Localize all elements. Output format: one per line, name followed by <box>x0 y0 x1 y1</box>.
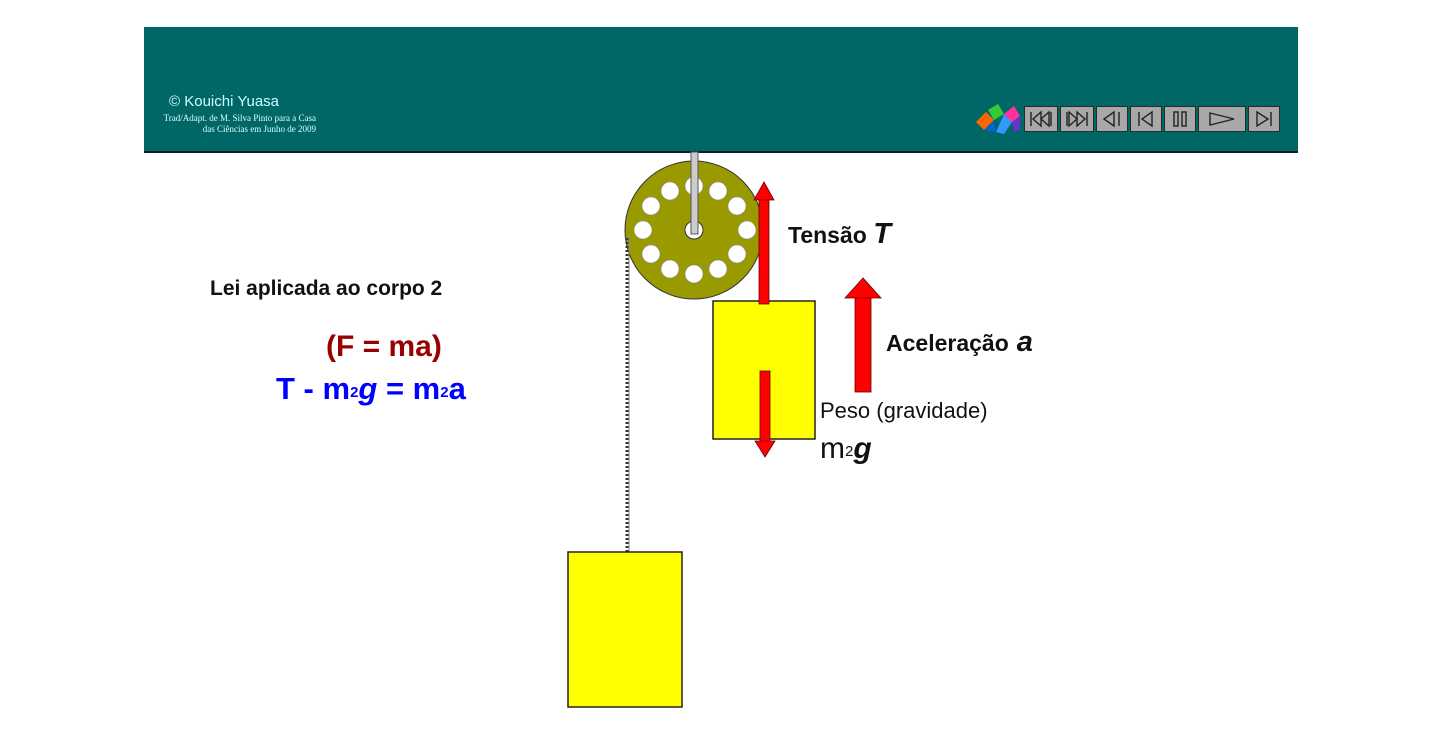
credit-author: © Kouichi Yuasa <box>169 93 280 110</box>
tension-label: Tensão T <box>788 218 891 250</box>
end-icon <box>1256 110 1272 128</box>
skip-to-end-icon <box>1066 110 1088 128</box>
go-last-button[interactable] <box>1060 106 1094 132</box>
play-icon <box>1209 112 1235 126</box>
law-title: Lei aplicada ao corpo 2 <box>210 277 443 300</box>
pulley-wheel <box>624 151 764 300</box>
block-body-1 <box>567 551 683 708</box>
rewind-button[interactable] <box>1130 106 1162 132</box>
playback-controls <box>974 104 1280 134</box>
pause-icon <box>1173 111 1187 127</box>
pause-button[interactable] <box>1164 106 1196 132</box>
end-button[interactable] <box>1248 106 1280 132</box>
colored-cube-logo-icon <box>976 104 1020 134</box>
weight-symbol: m2g <box>820 432 872 465</box>
play-button[interactable] <box>1198 106 1246 132</box>
body-2-equation: T - m2g = m2a <box>276 371 466 406</box>
animation-header: © Kouichi Yuasa Trad/Adapt. de M. Silva … <box>144 27 1298 153</box>
weight-label: Peso (gravidade) <box>820 398 988 423</box>
newton-law-equation: (F = ma) <box>326 330 442 363</box>
weight-arrow <box>754 370 776 458</box>
step-back-button[interactable] <box>1096 106 1128 132</box>
acceleration-arrow <box>844 277 882 393</box>
step-back-icon <box>1102 110 1120 128</box>
credit-translation: Trad/Adapt. de M. Silva Pinto para a Cas… <box>163 113 316 134</box>
skip-to-start-icon <box>1030 110 1052 128</box>
rewind-icon <box>1138 110 1153 128</box>
tension-arrow <box>753 181 775 305</box>
go-first-button[interactable] <box>1024 106 1058 132</box>
